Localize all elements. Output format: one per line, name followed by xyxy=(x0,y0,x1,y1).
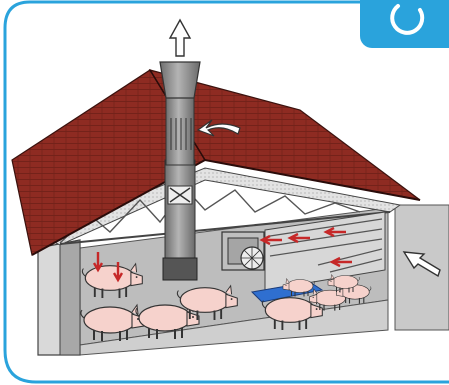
chimney-cap xyxy=(160,62,200,98)
shaft-base xyxy=(163,258,197,280)
barn-wall-cut xyxy=(60,240,80,355)
wall-fan xyxy=(222,232,264,270)
up-arrow-icon xyxy=(170,20,190,56)
barn-end-wall xyxy=(395,205,449,330)
exhaust-chimney xyxy=(166,95,194,165)
badge xyxy=(360,0,449,48)
